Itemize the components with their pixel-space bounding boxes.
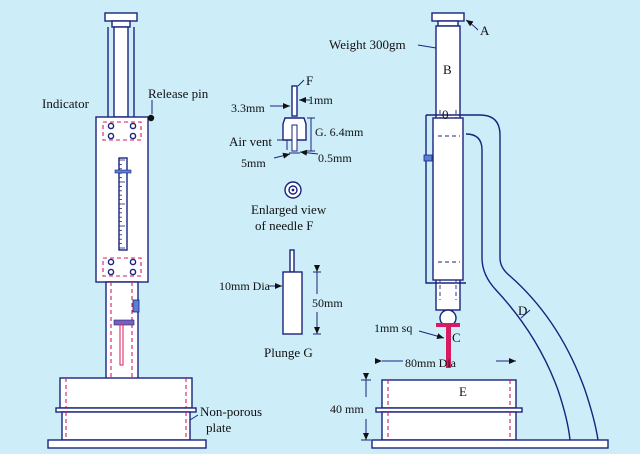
label-non-porous: Non-porous xyxy=(200,404,262,419)
right-mould-e xyxy=(381,379,517,409)
leader-d xyxy=(520,309,531,319)
clamp-screw xyxy=(132,299,140,313)
label-g-6-4mm: G. 6.4mm xyxy=(315,125,364,139)
needle-holder xyxy=(113,319,135,326)
arrow-1mm-sq xyxy=(418,330,445,340)
release-pin-icon xyxy=(147,114,155,122)
label-c: C xyxy=(452,330,461,345)
label-50mm: 50mm xyxy=(312,296,343,310)
label-d: D xyxy=(518,303,527,318)
label-10mm-dia: 10mm Dia xyxy=(219,279,271,293)
right-mould-lower xyxy=(381,411,517,441)
right-top-cap xyxy=(431,12,465,22)
plunger-body xyxy=(282,271,303,335)
label-indicator: Indicator xyxy=(42,96,90,111)
frame-outer xyxy=(426,114,599,441)
screw-icon xyxy=(107,268,115,276)
enlarged-needle-center xyxy=(291,188,295,192)
screw-icon xyxy=(107,258,115,266)
right-apparatus: Weight 300gm A B 0 D 1mm sq C 80mm Dia E… xyxy=(329,12,609,449)
right-base-plate xyxy=(371,439,609,449)
label-3-3mm: 3.3mm xyxy=(231,101,265,115)
label-5mm: 5mm xyxy=(241,156,266,170)
label-0: 0 xyxy=(442,107,449,122)
needle-f-stem xyxy=(291,85,298,117)
left-top-collar xyxy=(111,20,131,28)
label-e: E xyxy=(459,384,467,399)
screw-icon xyxy=(129,122,137,130)
frame-guide xyxy=(432,117,464,281)
label-plate: plate xyxy=(206,420,231,435)
label-0-5mm: 0.5mm xyxy=(318,151,352,165)
label-needle-f: F xyxy=(306,73,313,88)
left-top-cap xyxy=(104,12,138,22)
label-40mm: 40 mm xyxy=(330,402,364,416)
screw-icon xyxy=(129,132,137,140)
left-base-plate xyxy=(47,439,207,449)
label-1mm-sq: 1mm sq xyxy=(374,321,412,335)
leader-non-porous xyxy=(189,414,199,421)
plunger-g-detail: 10mm Dia 50mm Plunge G xyxy=(219,249,343,360)
label-1mm: 1mm xyxy=(308,93,333,107)
leader-f xyxy=(297,79,305,87)
screw-icon xyxy=(107,132,115,140)
leader-weight xyxy=(417,44,437,49)
left-needle xyxy=(119,324,124,366)
label-air-vent: Air vent xyxy=(229,134,272,149)
label-plunger-g: Plunge G xyxy=(264,345,313,360)
screw-icon xyxy=(129,258,137,266)
frame-bracket xyxy=(425,115,466,284)
right-top-collar xyxy=(437,20,459,27)
indicator-pointer xyxy=(114,169,132,174)
plunger-stem xyxy=(289,249,295,273)
left-apparatus: Indicator Release pin Non-porous plate xyxy=(42,12,262,449)
label-b: B xyxy=(443,62,452,77)
label-weight: Weight 300gm xyxy=(329,37,406,52)
label-80mm-dia: 80mm Dia xyxy=(405,356,457,370)
screw-icon xyxy=(107,122,115,130)
arrow-0-5mm xyxy=(299,149,319,156)
needle-f-tip xyxy=(291,124,298,152)
label-of-needle-f: of needle F xyxy=(255,218,313,233)
label-a: A xyxy=(480,23,490,38)
left-mould-ring xyxy=(59,377,193,409)
left-upper-rod xyxy=(113,26,129,118)
label-enlarged-view: Enlarged view xyxy=(251,202,327,217)
mould-lower xyxy=(61,411,191,441)
arrow-5mm xyxy=(273,152,291,159)
right-clamp-screw xyxy=(423,154,433,162)
frame-inner xyxy=(465,133,571,441)
label-release-pin: Release pin xyxy=(148,86,209,101)
needle-f-detail: F 3.3mm 1mm Air vent G. 6.4mm 5mm 0.5mm … xyxy=(229,73,364,233)
needle-c xyxy=(446,323,451,368)
arrow-a xyxy=(465,19,479,31)
screw-icon xyxy=(129,268,137,276)
